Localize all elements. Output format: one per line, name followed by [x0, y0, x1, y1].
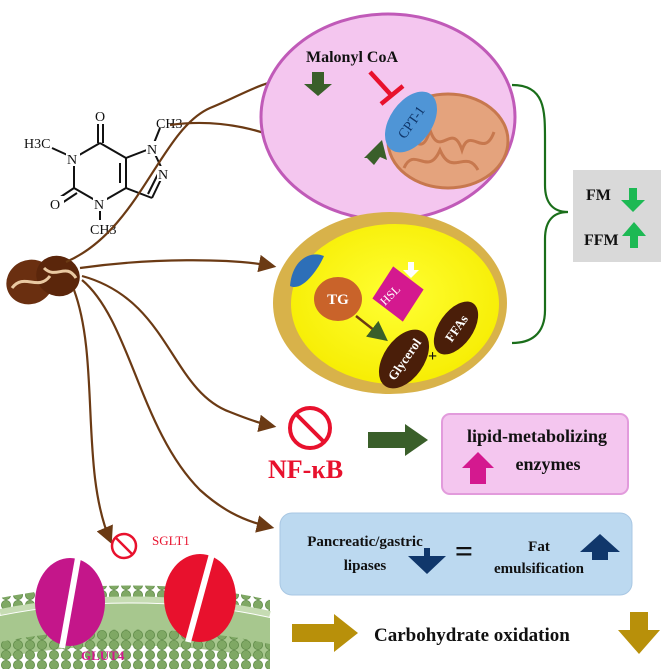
hsl-down-arrow: [403, 262, 419, 278]
ffm-label: FFM: [584, 232, 619, 249]
caffeine-molecule: [51, 123, 165, 220]
glut4-label: GLUT4: [81, 648, 125, 663]
tg-node: TG: [314, 277, 362, 321]
fat-line2: emulsification: [494, 561, 585, 577]
hsl-enzyme: HSL: [372, 262, 424, 322]
arrow-to-digestion: [81, 279, 275, 533]
ffas-node: FFAs: [433, 301, 479, 355]
atom-nitrogen-bottom: N: [94, 198, 104, 213]
fat-line1: Fat: [528, 539, 550, 555]
atom-nitrogen-right: N: [158, 168, 168, 183]
glut4-transporter: [35, 557, 105, 649]
malonyl-down-arrow: [304, 72, 332, 96]
lipid-enzymes-line2: enzymes: [516, 454, 581, 474]
carbohydrate-oxidation-label: Carbohydrate oxidation: [374, 625, 570, 646]
plus-sign: +: [428, 348, 437, 365]
nfkb-label: NF-κB: [268, 455, 343, 484]
lipases-down-arrow: [408, 548, 446, 574]
sglt1-label: SGLT1: [152, 533, 190, 548]
body-composition-panel: FM FFM: [573, 170, 661, 262]
cpt1-transporter: CPT-1: [384, 91, 438, 153]
arrow-to-adipocyte: [79, 254, 277, 273]
inhibition-symbol: [368, 70, 405, 106]
carbohydrate-right-arrow: [292, 614, 358, 652]
methyl-bottom: CH3: [90, 223, 116, 238]
fm-down-arrow: [621, 188, 645, 212]
tg-label: TG: [327, 292, 349, 308]
carbohydrate-down-arrow: [618, 612, 660, 654]
methyl-left: H3C: [24, 137, 50, 152]
cpt-up-arrow: [364, 140, 387, 165]
lipid-enzymes-line1: lipid-metabolizing: [467, 426, 607, 446]
lipid-enzymes-box: lipid-metabolizing enzymes: [441, 413, 629, 495]
fat-up-arrow: [580, 534, 620, 560]
sglt1-transporter: [164, 553, 236, 643]
glycerol-node: Glycerol: [378, 329, 430, 389]
arrow-to-nfkb: [81, 274, 277, 433]
methyl-top: CH3: [156, 117, 182, 132]
nfkb-right-arrow: [368, 424, 428, 456]
arrow-to-transporters: [72, 289, 113, 545]
molecule-atom-labels: O O N N N N CH3 H3C CH3: [24, 108, 182, 238]
atom-oxygen-top: O: [95, 110, 105, 125]
malonyl-coa-label: Malonyl CoA: [306, 49, 398, 66]
prohibition-icon: [288, 406, 332, 450]
arrow-to-malonyl: [65, 71, 295, 264]
lipases-line1: Pancreatic/gastric: [307, 534, 423, 550]
coffee-bean-icon: [6, 255, 80, 305]
digestion-box: Pancreatic/gastric lipases = Fat emulsif…: [279, 512, 633, 596]
equals-sign: =: [455, 533, 473, 569]
pathway-arrows: [65, 71, 367, 545]
atom-oxygen-left: O: [50, 198, 60, 213]
ffm-up-arrow: [622, 222, 646, 248]
fm-label: FM: [586, 187, 611, 204]
grouping-brace: [511, 83, 569, 345]
atom-nitrogen-top: N: [147, 143, 157, 158]
lipid-up-arrow: [462, 452, 494, 484]
tg-to-glycerol-arrow: [355, 315, 388, 342]
lipases-line2: lipases: [344, 558, 387, 574]
transporter-prohibition-icon: [110, 532, 138, 560]
atom-nitrogen-left: N: [67, 153, 77, 168]
